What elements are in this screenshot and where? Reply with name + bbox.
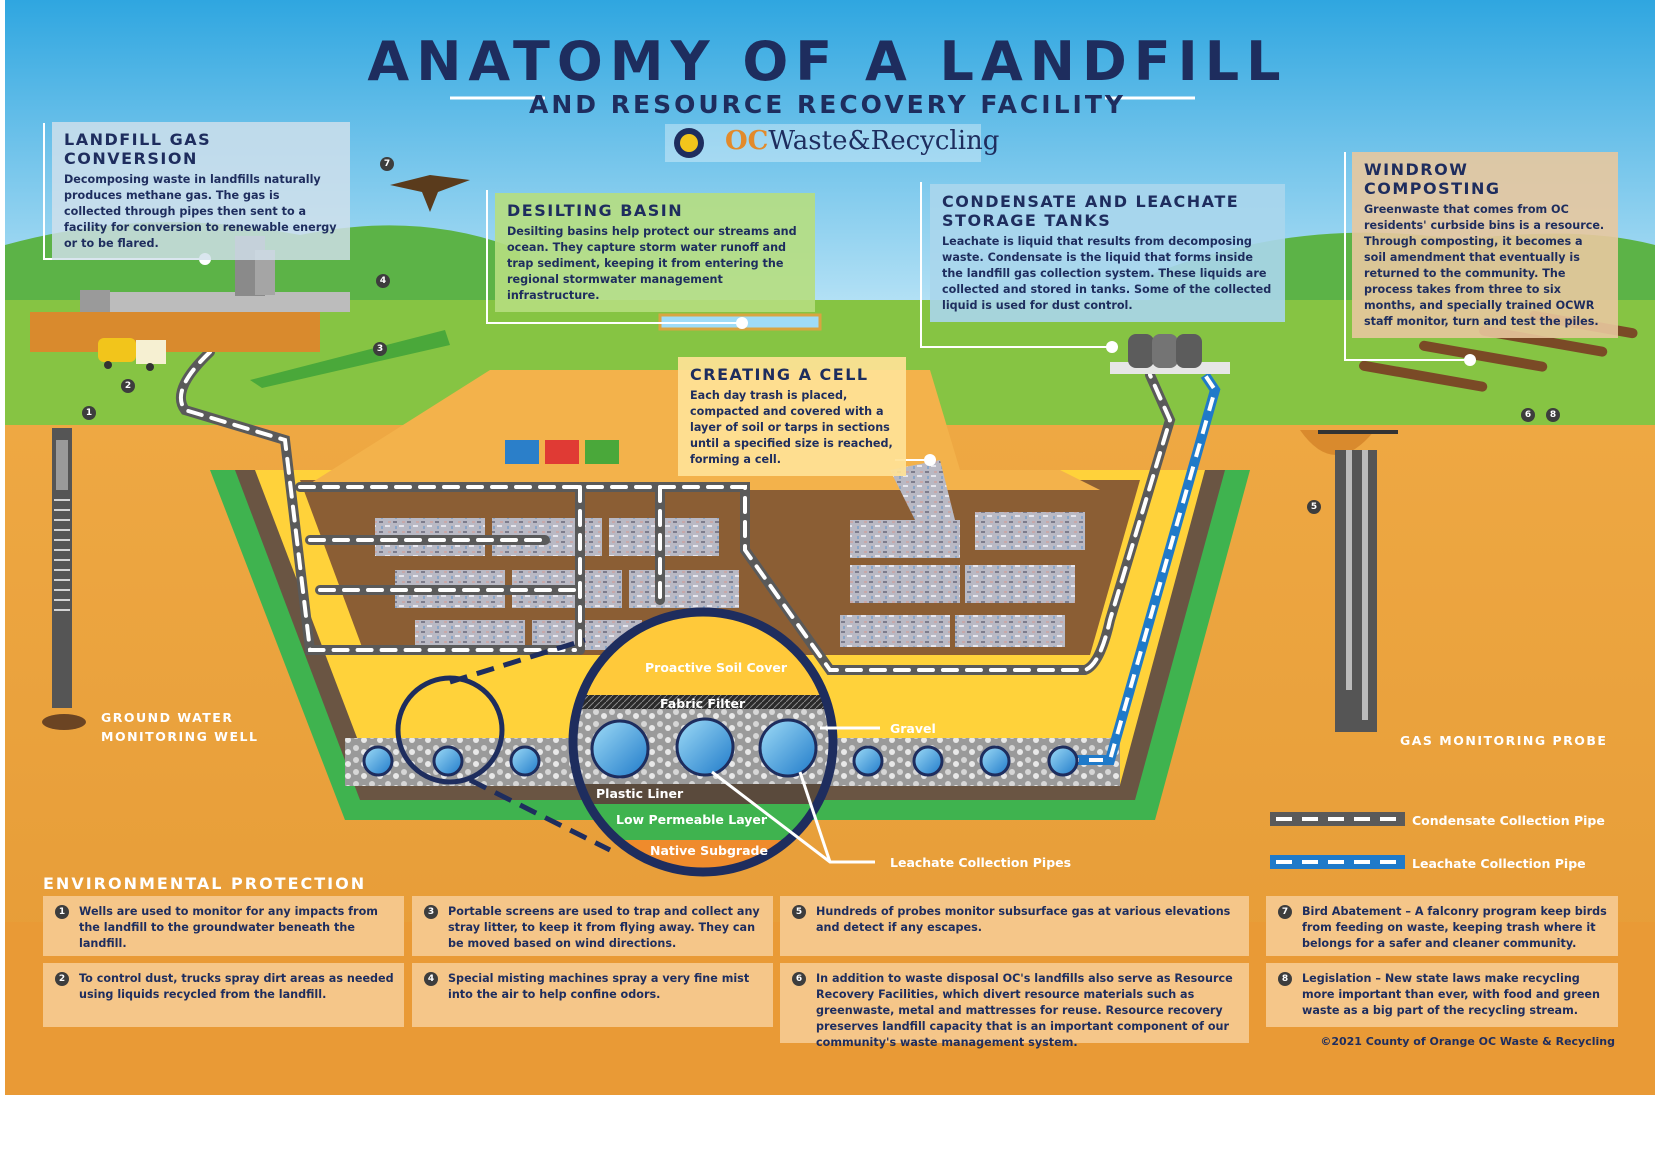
env-item-4-num: 4 bbox=[424, 972, 438, 986]
env-item-1-num: 1 bbox=[55, 905, 69, 919]
env-item-8-text: Legislation – New state laws make recycl… bbox=[1302, 972, 1600, 1017]
logo-name-text: Waste&Recycling bbox=[768, 126, 1000, 156]
logo-oc-text: OC bbox=[725, 126, 769, 156]
env-item-3: 3 Portable screens are used to trap and … bbox=[412, 896, 773, 956]
condensate-pipes bbox=[176, 347, 1176, 675]
legend-swatches bbox=[1270, 812, 1405, 869]
gas-conversion-box: LANDFILL GAS CONVERSION Decomposing wast… bbox=[52, 122, 350, 260]
legend-leachate: Leachate Collection Pipe bbox=[1412, 856, 1586, 871]
page-title: ANATOMY OF A LANDFILL bbox=[367, 30, 1288, 93]
windrow-title: WINDROW COMPOSTING bbox=[1364, 160, 1501, 198]
badge-2: 2 bbox=[121, 379, 135, 393]
env-item-6: 6 In addition to waste disposal OC's lan… bbox=[780, 963, 1249, 1049]
label-plastic-liner: Plastic Liner bbox=[596, 786, 684, 801]
condensate-body: Leachate is liquid that results from dec… bbox=[942, 235, 1272, 312]
env-item-5: 5 Hundreds of probes monitor subsurface … bbox=[780, 896, 1249, 956]
windrow-body: Greenwaste that comes from OC residents'… bbox=[1364, 203, 1605, 328]
storage-tanks bbox=[1110, 334, 1230, 374]
env-item-2-text: To control dust, trucks spray dirt areas… bbox=[79, 972, 394, 1001]
env-section-title: ENVIRONMENTAL PROTECTION bbox=[43, 874, 367, 893]
label-gravel: Gravel bbox=[890, 721, 936, 736]
env-item-8-num: 8 bbox=[1278, 972, 1292, 986]
leachate-pipe bbox=[1065, 372, 1221, 765]
env-item-7: 7 Bird Abatement – A falconry program ke… bbox=[1266, 896, 1618, 956]
env-item-6-text: In addition to waste disposal OC's landf… bbox=[816, 972, 1233, 1049]
badge-3: 3 bbox=[373, 342, 387, 356]
badge-7: 7 bbox=[380, 157, 394, 171]
county-seal-icon bbox=[674, 128, 704, 158]
legend-condensate: Condensate Collection Pipe bbox=[1412, 813, 1605, 828]
ocwr-logo: OCWaste&Recycling bbox=[665, 124, 999, 162]
env-item-2: 2 To control dust, trucks spray dirt are… bbox=[43, 963, 404, 1027]
env-item-5-num: 5 bbox=[792, 905, 806, 919]
env-item-7-text: Bird Abatement – A falconry program keep… bbox=[1302, 905, 1607, 950]
badge-6: 6 bbox=[1521, 408, 1535, 422]
badge-4: 4 bbox=[376, 274, 390, 288]
water-truck bbox=[98, 338, 166, 371]
label-low-permeable: Low Permeable Layer bbox=[616, 812, 768, 827]
env-item-5-text: Hundreds of probes monitor subsurface ga… bbox=[816, 905, 1231, 934]
desilting-box: DESILTING BASIN Desilting basins help pr… bbox=[495, 193, 815, 312]
env-item-7-num: 7 bbox=[1278, 905, 1292, 919]
cell-title: CREATING A CELL bbox=[690, 365, 869, 384]
cell-box: CREATING A CELL Each day trash is placed… bbox=[678, 357, 906, 476]
label-native-subgrade: Native Subgrade bbox=[650, 843, 768, 858]
env-item-3-num: 3 bbox=[424, 905, 438, 919]
env-item-6-num: 6 bbox=[792, 972, 806, 986]
env-item-8: 8 Legislation – New state laws make recy… bbox=[1266, 963, 1618, 1027]
desilting-body: Desilting basins help protect our stream… bbox=[507, 225, 797, 302]
gas-conversion-title: LANDFILL GAS CONVERSION bbox=[64, 130, 212, 168]
env-item-1: 1 Wells are used to monitor for any impa… bbox=[43, 896, 404, 956]
windrow-box: WINDROW COMPOSTING Greenwaste that comes… bbox=[1352, 152, 1618, 338]
magnifier-source bbox=[395, 675, 505, 785]
env-item-2-num: 2 bbox=[55, 972, 69, 986]
env-item-3-text: Portable screens are used to trap and co… bbox=[448, 905, 760, 950]
desilting-title: DESILTING BASIN bbox=[507, 201, 684, 220]
label-fabric-filter: Fabric Filter bbox=[660, 696, 746, 711]
dump-trucks bbox=[505, 440, 619, 464]
cell-body: Each day trash is placed, compacted and … bbox=[690, 389, 893, 466]
page-subtitle: AND RESOURCE RECOVERY FACILITY bbox=[529, 90, 1126, 119]
bottom-pipes bbox=[362, 745, 1079, 777]
env-item-1-text: Wells are used to monitor for any impact… bbox=[79, 905, 378, 950]
label-ground-water-well: GROUND WATER MONITORING WELL bbox=[101, 710, 259, 744]
label-leachate-pipes: Leachate Collection Pipes bbox=[890, 855, 1072, 870]
condensate-box: CONDENSATE AND LEACHATE STORAGE TANKS Le… bbox=[930, 184, 1285, 322]
gas-conversion-facility bbox=[30, 236, 350, 352]
badge-8: 8 bbox=[1546, 408, 1560, 422]
gas-conversion-body: Decomposing waste in landfills naturally… bbox=[64, 173, 337, 250]
env-item-4: 4 Special misting machines spray a very … bbox=[412, 963, 773, 1027]
badge-5: 5 bbox=[1307, 500, 1321, 514]
label-gas-probe: GAS MONITORING PROBE bbox=[1400, 733, 1608, 748]
ground-water-well bbox=[42, 428, 86, 730]
zoom-circle-border bbox=[568, 607, 838, 877]
badge-1: 1 bbox=[82, 406, 96, 420]
copyright: ©2021 County of Orange OC Waste & Recycl… bbox=[1320, 1035, 1615, 1048]
falcon-icon bbox=[390, 175, 470, 212]
env-item-4-text: Special misting machines spray a very fi… bbox=[448, 972, 750, 1001]
label-soil-cover: Proactive Soil Cover bbox=[645, 660, 788, 675]
condensate-title: CONDENSATE AND LEACHATE STORAGE TANKS bbox=[942, 192, 1240, 230]
gas-monitoring-probe bbox=[1300, 430, 1398, 732]
portable-screens bbox=[250, 330, 450, 388]
